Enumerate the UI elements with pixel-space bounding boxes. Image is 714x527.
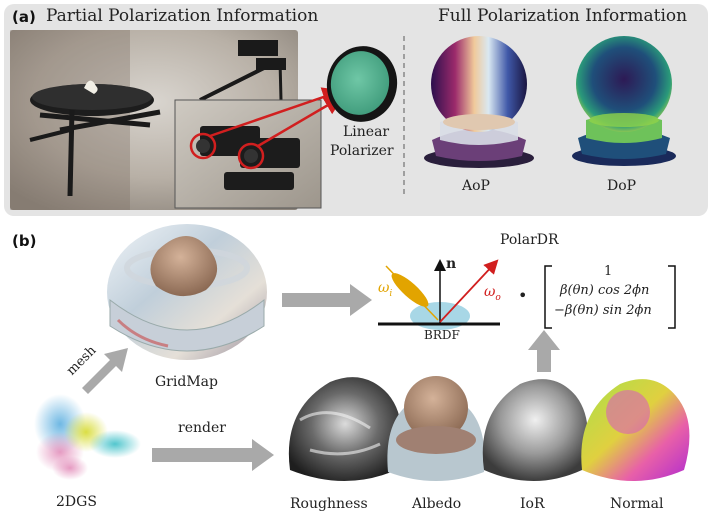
render-arrow (152, 439, 274, 471)
polarizer-label-line2: Polarizer (330, 143, 394, 159)
panel-b-label: (b) (12, 232, 37, 250)
mesh-arrow (82, 348, 128, 394)
aop-render (424, 36, 534, 168)
normal-vector-symbol: n (446, 256, 457, 272)
brdf-diagram (378, 259, 500, 330)
dop-label: DoP (607, 178, 637, 194)
full-polarization-title: Full Polarization Information (438, 6, 688, 26)
roughness-map (288, 377, 402, 481)
ior-label: IoR (520, 496, 545, 512)
linear-polarizer-image (326, 46, 398, 122)
dot-product-symbol: • (518, 286, 528, 305)
vector-row-3: −β(θn) sin 2ϕn (554, 303, 652, 318)
omega-i-label: ωi (378, 280, 393, 299)
aop-label: AoP (462, 178, 490, 194)
stokes-vector-brackets (544, 265, 676, 329)
gridmap-image (107, 224, 267, 360)
render-label: render (178, 420, 226, 436)
panel-a-label: (a) (12, 8, 36, 26)
normal-label: Normal (610, 496, 664, 512)
vector-row-1: 1 (604, 264, 613, 279)
gridmap-label: GridMap (155, 374, 218, 390)
omega-o-label: ωo (484, 284, 501, 303)
gridmap-to-polardr-arrow (282, 284, 372, 316)
ior-map (482, 379, 588, 481)
2dgs-label: 2DGS (56, 494, 97, 510)
polarizer-label-line1: Linear (343, 124, 390, 140)
dop-render (572, 36, 676, 166)
vector-row-2: β(θn) cos 2ϕn (560, 283, 650, 298)
camera-inset-photo (174, 87, 345, 209)
2dgs-gaussians (34, 394, 141, 480)
albedo-map (387, 376, 485, 481)
maps-to-polardr-arrow (528, 330, 560, 372)
normal-map (581, 379, 690, 481)
albedo-label: Albedo (412, 496, 462, 512)
roughness-label: Roughness (290, 496, 368, 512)
brdf-label: BRDF (424, 328, 460, 342)
polardr-title: PolarDR (500, 232, 559, 248)
partial-polarization-title: Partial Polarization Information (46, 6, 319, 26)
